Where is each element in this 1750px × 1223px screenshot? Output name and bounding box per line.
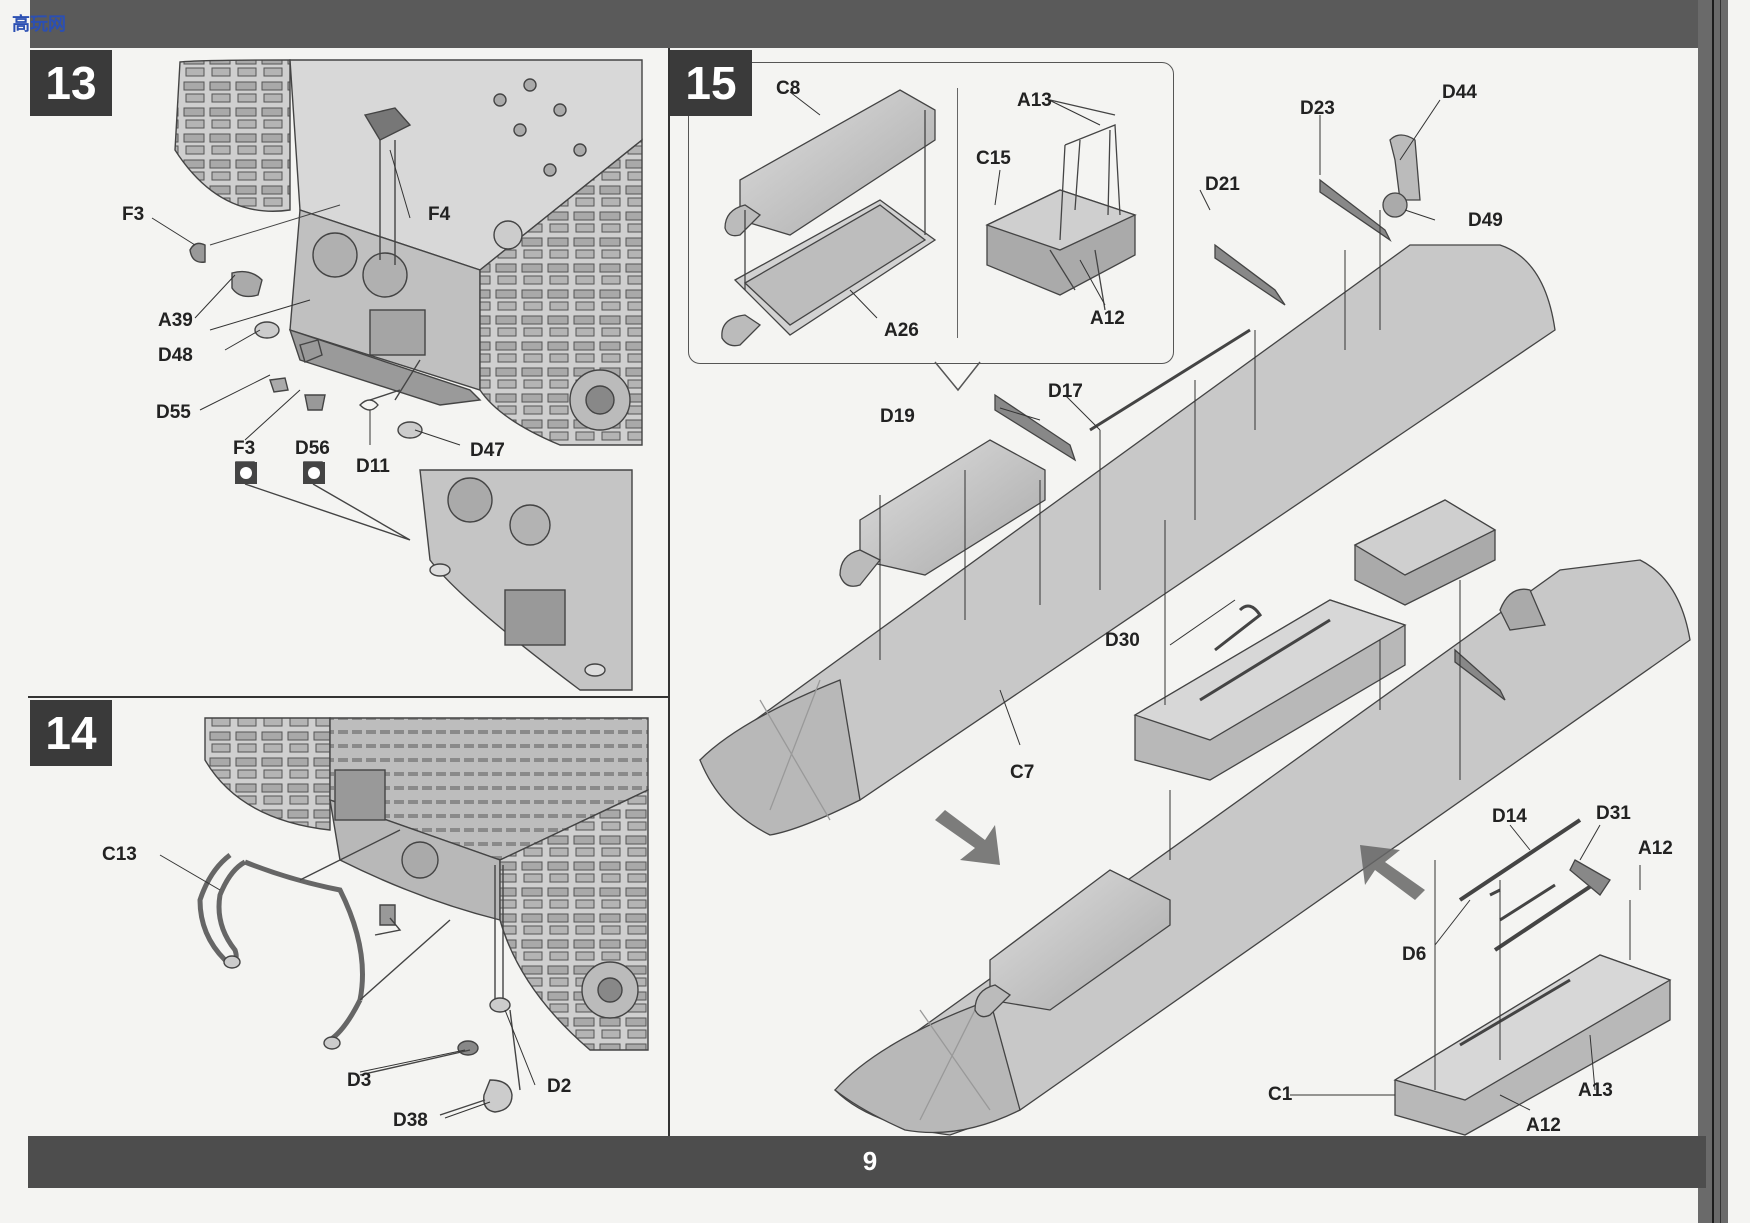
part-label: D49	[1468, 210, 1503, 231]
part-label: A39	[158, 310, 193, 331]
part-label: D56	[295, 438, 330, 459]
direction-arrows	[935, 810, 1425, 900]
part-label: C15	[976, 148, 1011, 169]
part-label: A13	[1017, 90, 1052, 111]
step15-main-drawing	[699, 134, 1691, 1136]
panel-divider-vertical	[668, 48, 670, 1138]
top-bar	[30, 0, 1720, 48]
part-label: A26	[884, 320, 919, 341]
part-label: D23	[1300, 98, 1335, 119]
step15-callout-drawing	[721, 89, 1137, 347]
part-label: D55	[156, 402, 191, 423]
part-label: D11	[356, 456, 390, 477]
part-label: D48	[158, 345, 193, 366]
part-label: D17	[1048, 381, 1083, 402]
page-footer-bar	[28, 1136, 1706, 1188]
part-label: D3	[347, 1070, 372, 1091]
part-label: D47	[470, 440, 505, 461]
part-label: F4	[428, 204, 451, 225]
part-label: D31	[1596, 803, 1631, 824]
panel-divider-horizontal	[28, 696, 668, 698]
part-label: C1	[1268, 1084, 1293, 1105]
part-label: D21	[1205, 174, 1240, 195]
callout-pointer	[934, 361, 981, 392]
part-label: D2	[547, 1076, 572, 1097]
part-label: A13	[1578, 1080, 1613, 1101]
part-label: F3	[122, 204, 145, 225]
step14-drawing	[197, 717, 649, 1116]
site-logo-text: 高玩网	[12, 14, 66, 35]
page-number: 9	[862, 1146, 878, 1176]
step-14-number: 14	[30, 700, 112, 766]
part-label: A12	[1090, 308, 1125, 329]
part-label: D38	[393, 1110, 428, 1131]
step15-detail-callout	[688, 62, 1174, 364]
step-15-number: 15	[670, 50, 752, 116]
page-edge-line-2	[1720, 0, 1721, 1223]
polycap-icons	[235, 462, 325, 484]
part-label: A12	[1638, 838, 1673, 859]
site-logo: 高玩网	[4, 4, 76, 38]
part-label: D30	[1105, 630, 1140, 651]
part-label: A12	[1526, 1115, 1561, 1136]
part-label: D6	[1402, 944, 1427, 965]
step13-drawing	[174, 59, 643, 691]
part-label: D14	[1492, 806, 1527, 827]
part-label: C13	[102, 844, 137, 865]
page-edge-line	[1712, 0, 1714, 1223]
step-13-number: 13	[30, 50, 112, 116]
callout-divider	[957, 88, 958, 338]
leader-lines	[151, 91, 1641, 1119]
part-label: C7	[1010, 762, 1035, 783]
part-label: D19	[880, 406, 915, 427]
part-label: D44	[1442, 82, 1477, 103]
part-label: C8	[776, 78, 801, 99]
part-label: F3	[233, 438, 256, 459]
